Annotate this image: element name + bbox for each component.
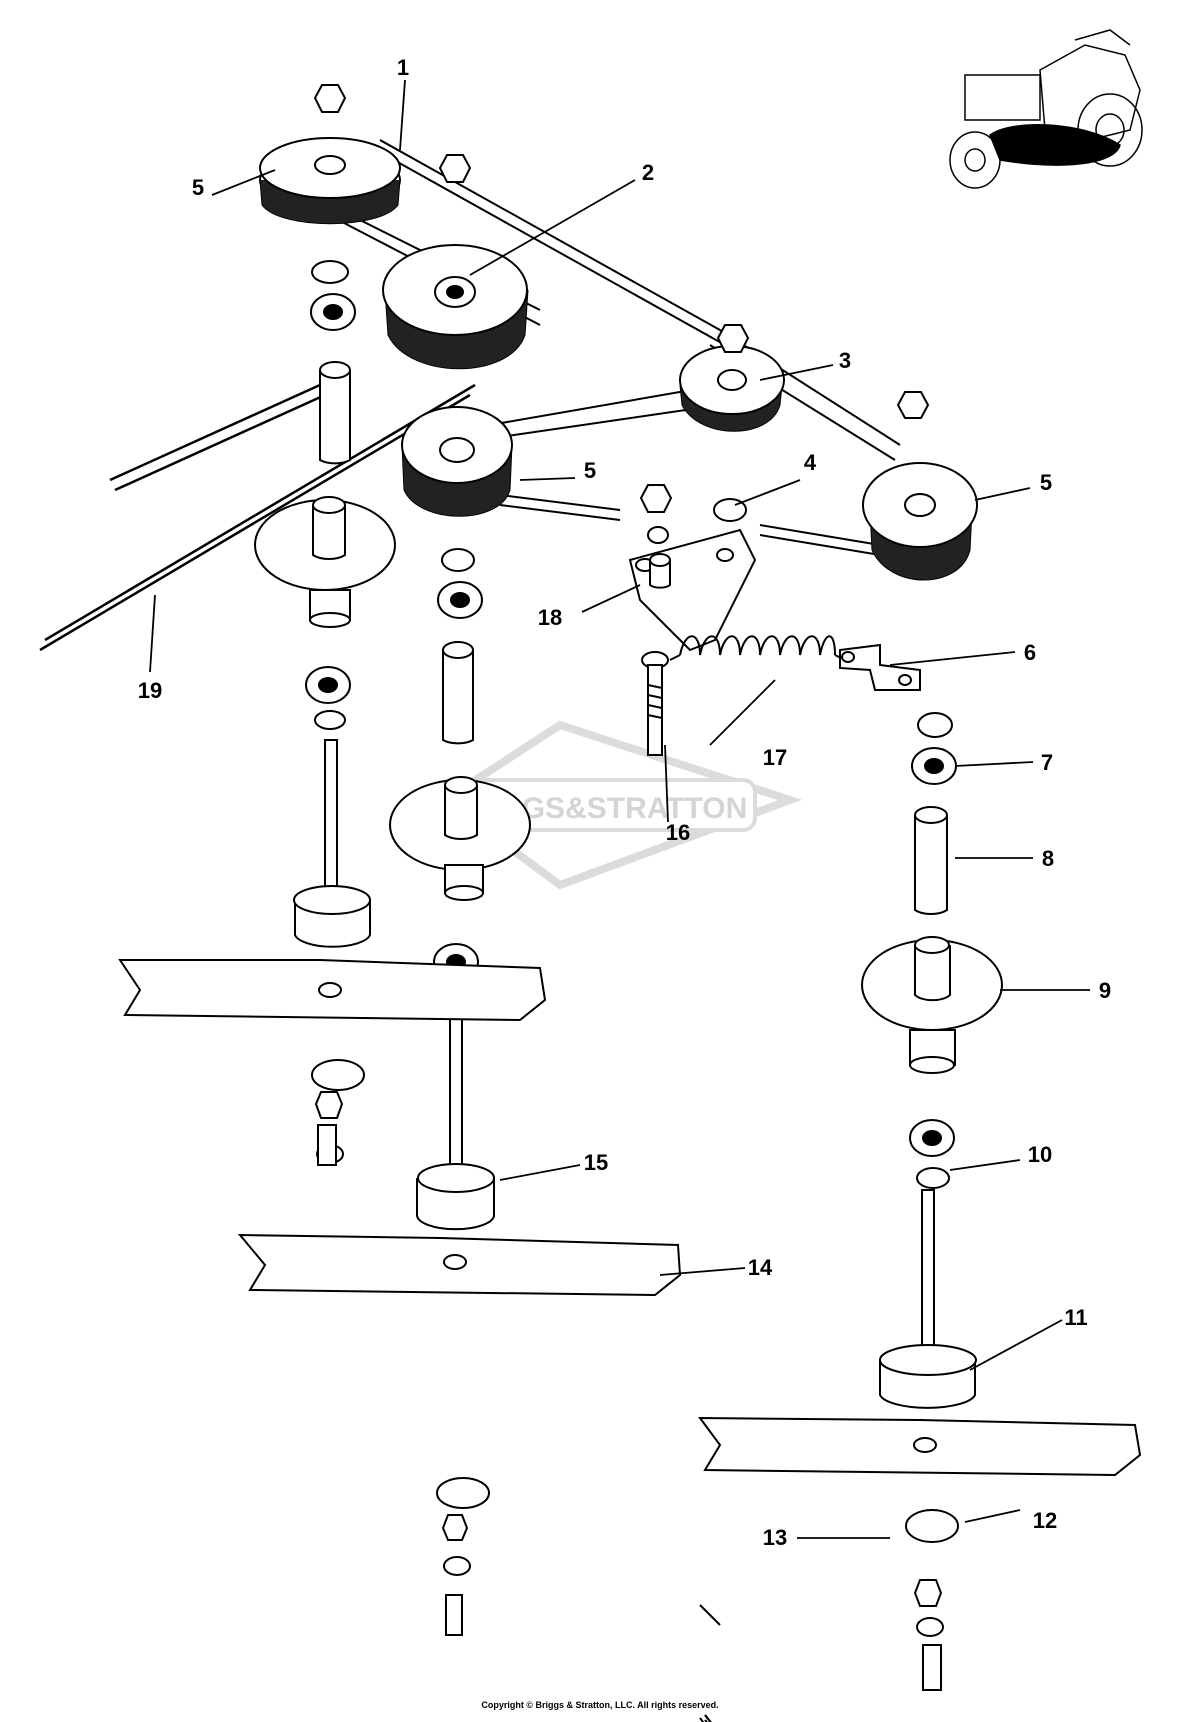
callout-13: 13 bbox=[763, 1525, 787, 1550]
mower-deck-frame bbox=[39, 383, 476, 652]
shaft-icon bbox=[293, 739, 977, 1409]
pulley-right bbox=[862, 462, 978, 581]
callout-19: 19 bbox=[138, 678, 162, 703]
callout-6: 6 bbox=[1024, 640, 1036, 665]
callout-7: 7 bbox=[1041, 750, 1053, 775]
right-blade bbox=[704, 1714, 712, 1722]
pulley-left-lower bbox=[401, 406, 513, 517]
tension-link bbox=[839, 643, 921, 691]
callout-8: 8 bbox=[1042, 846, 1054, 871]
spindle-housing-icon bbox=[254, 496, 1003, 1074]
callout-9: 9 bbox=[1099, 978, 1111, 1003]
bearing-icon bbox=[305, 293, 957, 1157]
callout-10: 10 bbox=[1028, 1142, 1052, 1167]
callout-14: 14 bbox=[748, 1255, 773, 1280]
hex-nut-icon bbox=[313, 84, 943, 1607]
callout-16: 16 bbox=[666, 820, 690, 845]
idler-bracket bbox=[628, 528, 757, 652]
callout-2: 2 bbox=[642, 160, 654, 185]
callout-leaders bbox=[149, 79, 1090, 1539]
callout-4: 4 bbox=[804, 450, 817, 475]
callout-12: 12 bbox=[1033, 1508, 1057, 1533]
bolt-icon bbox=[317, 651, 942, 1691]
callout-labels: 1 2 3 4 5 5 5 6 7 8 9 10 11 12 13 14 15 … bbox=[138, 55, 1111, 1550]
callout-3: 3 bbox=[839, 348, 851, 373]
tractor-thumbnail-icon bbox=[949, 29, 1143, 189]
bushing-tube bbox=[319, 361, 948, 915]
callout-5-middle: 5 bbox=[584, 458, 596, 483]
callout-18: 18 bbox=[538, 605, 562, 630]
callout-1: 1 bbox=[397, 55, 409, 80]
copyright-notice: Copyright © Briggs & Stratton, LLC. All … bbox=[481, 1700, 719, 1710]
pulley-idler bbox=[679, 345, 785, 432]
pulley-left-top bbox=[259, 137, 401, 225]
blade-right-drawn bbox=[698, 1416, 1142, 1477]
callout-5-right: 5 bbox=[1040, 470, 1052, 495]
mower-blade-right bbox=[699, 1604, 721, 1626]
callout-5-top-left: 5 bbox=[192, 175, 204, 200]
pulley-main bbox=[382, 244, 529, 370]
blade-icon bbox=[118, 959, 708, 1722]
callout-17: 17 bbox=[763, 745, 787, 770]
callout-15: 15 bbox=[584, 1150, 608, 1175]
callout-11: 11 bbox=[1064, 1305, 1087, 1330]
